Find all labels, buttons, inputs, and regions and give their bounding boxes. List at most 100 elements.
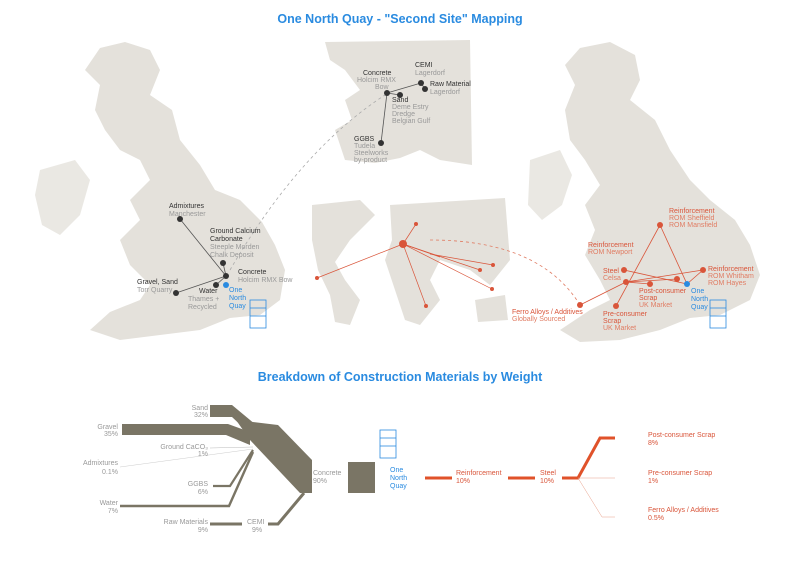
label-site-3: Quay bbox=[229, 303, 246, 310]
flow-ferro bbox=[577, 477, 615, 518]
label-gravel: Gravel, Sand bbox=[137, 279, 178, 286]
flow-gravel bbox=[122, 424, 250, 445]
eu-label-ggbs-p3: by-product bbox=[354, 157, 388, 164]
eu-label-cemi: CEMI bbox=[415, 62, 433, 69]
bd-site-3: Quay bbox=[390, 483, 407, 490]
label-gcc-2: Carbonate bbox=[210, 236, 243, 243]
bd-ggbs-pct: 6% bbox=[197, 489, 208, 496]
label-water: Water bbox=[199, 288, 218, 295]
bd-sand-pct: 32% bbox=[193, 412, 208, 419]
bd-admix-pct: 0.1% bbox=[102, 469, 118, 476]
flow-main bbox=[236, 420, 312, 493]
eu-label-sand: Sand bbox=[392, 97, 409, 104]
eu-label-ggbs-p1: Tudela bbox=[354, 143, 376, 150]
ireland-map-right bbox=[528, 150, 572, 220]
mapping-title: One North Quay - "Second Site" Mapping bbox=[277, 12, 523, 26]
bd-steel-pct: 10% bbox=[540, 478, 555, 485]
route-dots-dark bbox=[173, 80, 428, 296]
connector-uk-europe bbox=[229, 94, 386, 271]
bd-pre: Pre-consumer Scrap bbox=[648, 470, 713, 477]
label-admixtures-place: Manchester bbox=[169, 211, 206, 218]
bd-cemi-pct: 9% bbox=[252, 527, 263, 534]
label-water-place-2: Recycled bbox=[188, 304, 217, 311]
flow-water bbox=[120, 451, 255, 508]
bd-sand: Sand bbox=[191, 405, 208, 412]
bd-raw: Raw Materials bbox=[163, 519, 208, 526]
bd-concrete-pct: 90% bbox=[313, 478, 328, 485]
steel-label-pre-2: Scrap bbox=[603, 318, 622, 325]
label-admixtures: Admixtures bbox=[169, 203, 205, 210]
steel-label-reinf-west-p1: ROM Newport bbox=[588, 249, 633, 256]
steel-label-ferro: Ferro Alloys / Additives bbox=[512, 309, 583, 316]
flow-ggbs bbox=[213, 449, 254, 488]
eu-label-concrete-p2: Bow bbox=[375, 84, 389, 91]
bd-steel: Steel bbox=[540, 470, 556, 477]
steel-label-reinf-east-p2: ROM Hayes bbox=[708, 280, 747, 287]
steel-label-pre-p1: UK Market bbox=[603, 325, 637, 332]
europe-map bbox=[325, 40, 472, 165]
connector-world-uk bbox=[429, 239, 581, 306]
bd-gcc-pct: 1% bbox=[197, 451, 208, 458]
world-map-eurasia-africa bbox=[385, 198, 510, 325]
eu-label-raw-place: Lagerdorf bbox=[430, 89, 460, 96]
steel-label-reinf-north-p1: ROM Sheffield bbox=[669, 215, 715, 222]
steel-label-site-3: Quay bbox=[691, 304, 708, 311]
bd-gravel: Gravel bbox=[97, 424, 118, 431]
eu-label-ggbs-p2: Steelworks bbox=[354, 150, 389, 157]
bd-gravel-pct: 35% bbox=[103, 431, 118, 438]
eu-label-concrete-p1: Holcim RMX bbox=[357, 77, 396, 84]
steel-label-post-p1: UK Market bbox=[639, 302, 673, 309]
bd-water: Water bbox=[99, 500, 118, 507]
bd-concrete: Concrete bbox=[313, 470, 342, 477]
eu-label-sand-p1: Deme Estry bbox=[392, 104, 429, 111]
label-gravel-place: Torr Quarry bbox=[137, 287, 173, 294]
steel-label-site-1: One bbox=[691, 288, 705, 295]
eu-label-cemi-place: Lagerdorf bbox=[415, 70, 445, 77]
bd-reinf: Reinforcement bbox=[456, 470, 502, 477]
label-concrete: Concrete bbox=[238, 269, 267, 276]
world-map-australia bbox=[475, 295, 508, 322]
site-block bbox=[348, 462, 375, 493]
bd-gcc: Ground CaCO₃ bbox=[160, 444, 208, 451]
ireland-map-left bbox=[35, 160, 90, 235]
flow-cemi bbox=[268, 492, 306, 526]
bd-water-pct: 7% bbox=[107, 508, 118, 515]
bd-post: Post-consumer Scrap bbox=[648, 432, 716, 439]
uk-map-right bbox=[560, 42, 760, 342]
steel-label-reinf-west: Reinforcement bbox=[588, 242, 634, 249]
bd-ferro-pct: 0.5% bbox=[648, 515, 664, 522]
route-dots-red bbox=[577, 222, 706, 309]
label-water-place: Thames + bbox=[188, 296, 220, 303]
flow-admix bbox=[119, 448, 254, 468]
steel-label-reinf-east: Reinforcement bbox=[708, 266, 754, 273]
bd-site-2: North bbox=[390, 475, 408, 482]
label-gcc-place-2: Chalk Deposit bbox=[210, 252, 254, 259]
eu-label-sand-p2: Dredge bbox=[392, 111, 415, 118]
flow-gcc bbox=[209, 446, 254, 449]
world-map-americas bbox=[312, 200, 375, 325]
label-site-1: One bbox=[229, 287, 243, 294]
steel-label-reinf-north-p2: ROM Mansfield bbox=[669, 222, 718, 229]
steel-label-steel-p1: Celsa bbox=[603, 275, 621, 282]
eu-label-ggbs: GGBS bbox=[354, 136, 375, 143]
steel-label-site-2: North bbox=[691, 296, 709, 303]
bd-cemi: CEMI bbox=[247, 519, 265, 526]
steel-label-reinf-east-p1: ROM Whitham bbox=[708, 273, 754, 280]
concrete-block bbox=[300, 462, 311, 493]
steel-label-steel: Steel bbox=[603, 268, 619, 275]
bd-site-1: One bbox=[390, 467, 404, 474]
eu-label-sand-p3: Belgian Gulf bbox=[392, 118, 431, 125]
steel-label-post: Post-consumer bbox=[639, 288, 687, 295]
bd-admix: Admixtures bbox=[82, 460, 118, 467]
flow-post bbox=[562, 436, 615, 480]
uk-map-left bbox=[85, 42, 285, 340]
bd-raw-pct: 9% bbox=[197, 527, 208, 534]
label-site-2: North bbox=[229, 295, 247, 302]
bd-ggbs: GGBS bbox=[187, 481, 208, 488]
eu-label-raw: Raw Material bbox=[430, 81, 471, 88]
breakdown-title: Breakdown of Construction Materials by W… bbox=[257, 370, 543, 384]
steel-label-post-2: Scrap bbox=[639, 295, 658, 302]
label-gcc: Ground Calcium bbox=[210, 228, 261, 235]
eu-label-concrete: Concrete bbox=[363, 70, 392, 77]
